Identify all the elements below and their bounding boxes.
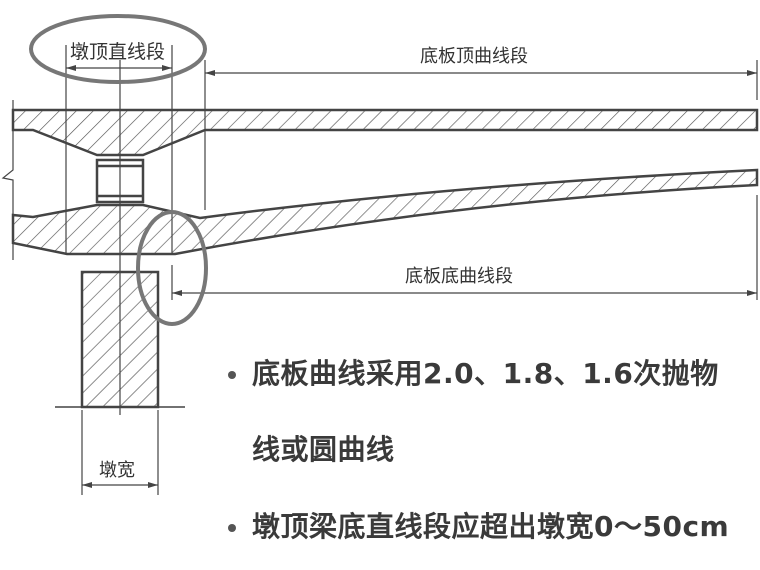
bullet-2-line1: 墩顶梁底直线段应超出墩宽0～50cm bbox=[252, 510, 730, 543]
bullet-1-line2: 线或圆曲线 bbox=[252, 433, 395, 466]
bullet-2: 墩顶梁底直线段应超出墩宽0～50cm bbox=[228, 505, 729, 545]
label-slab-bottom-curve: 底板底曲线段 bbox=[405, 266, 513, 287]
label-slab-top-curve: 底板顶曲线段 bbox=[420, 46, 528, 67]
bullet-dot bbox=[228, 371, 236, 379]
bullet-dot bbox=[228, 524, 236, 532]
bullet-1-line1: 底板曲线采用2.0、1.8、1.6次抛物 bbox=[252, 357, 719, 390]
bottom-slab bbox=[11, 168, 759, 256]
highlight-ellipse-top bbox=[29, 14, 207, 84]
highlight-ellipse-bottom bbox=[136, 210, 208, 326]
label-pier-top-straight: 墩顶直线段 bbox=[70, 41, 166, 63]
top-flange bbox=[11, 108, 759, 157]
label-pier-width: 墩宽 bbox=[99, 460, 135, 481]
bullet-1: 底板曲线采用2.0、1.8、1.6次抛物 bbox=[228, 352, 719, 392]
